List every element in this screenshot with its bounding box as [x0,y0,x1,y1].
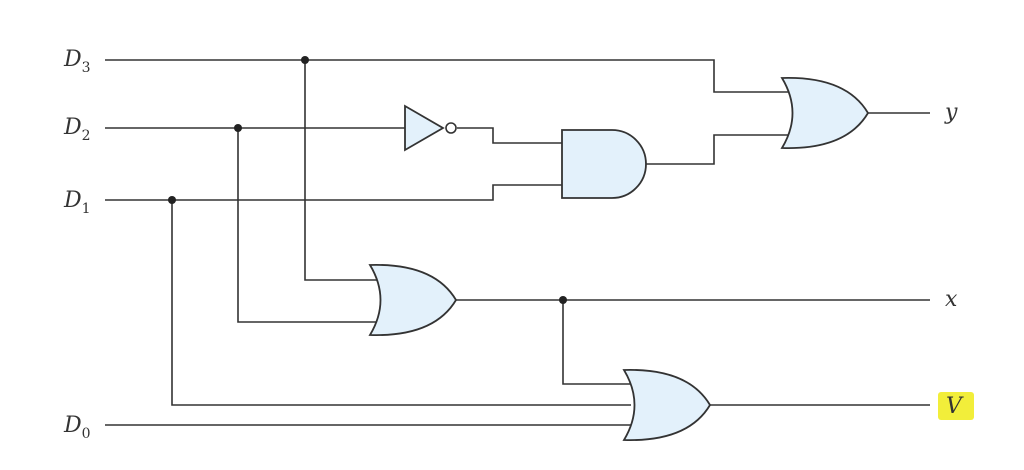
or-gate-x [368,264,458,336]
d1-wire [105,184,562,201]
output-y-label: y [944,100,958,125]
d2-branch-wire [237,128,377,323]
not-gate [404,104,445,152]
input-d0-label: D0 [63,413,91,442]
d3-wire [105,59,790,93]
output-v-label: V [946,394,964,419]
junction-dot-d2 [234,124,242,132]
input-d1-label: D1 [63,188,91,217]
junction-dot-d1 [168,196,176,204]
or-gate-y [780,77,870,149]
junction-dot-x [559,296,567,304]
or-gate-v [622,369,712,441]
input-d3-label: D3 [63,47,91,76]
junction-dot-d3 [301,56,309,64]
output-x-label: x [945,287,958,312]
inverter-output-wire [457,127,562,144]
x-branch-wire [562,300,631,385]
v-highlight [938,392,974,420]
not-gate-bubble [445,122,457,134]
d1-branch-wire [171,200,631,406]
and-gate [561,129,647,199]
input-d2-label: D2 [63,115,91,144]
and-output-wire [646,134,790,165]
d3-branch-wire [304,60,377,281]
